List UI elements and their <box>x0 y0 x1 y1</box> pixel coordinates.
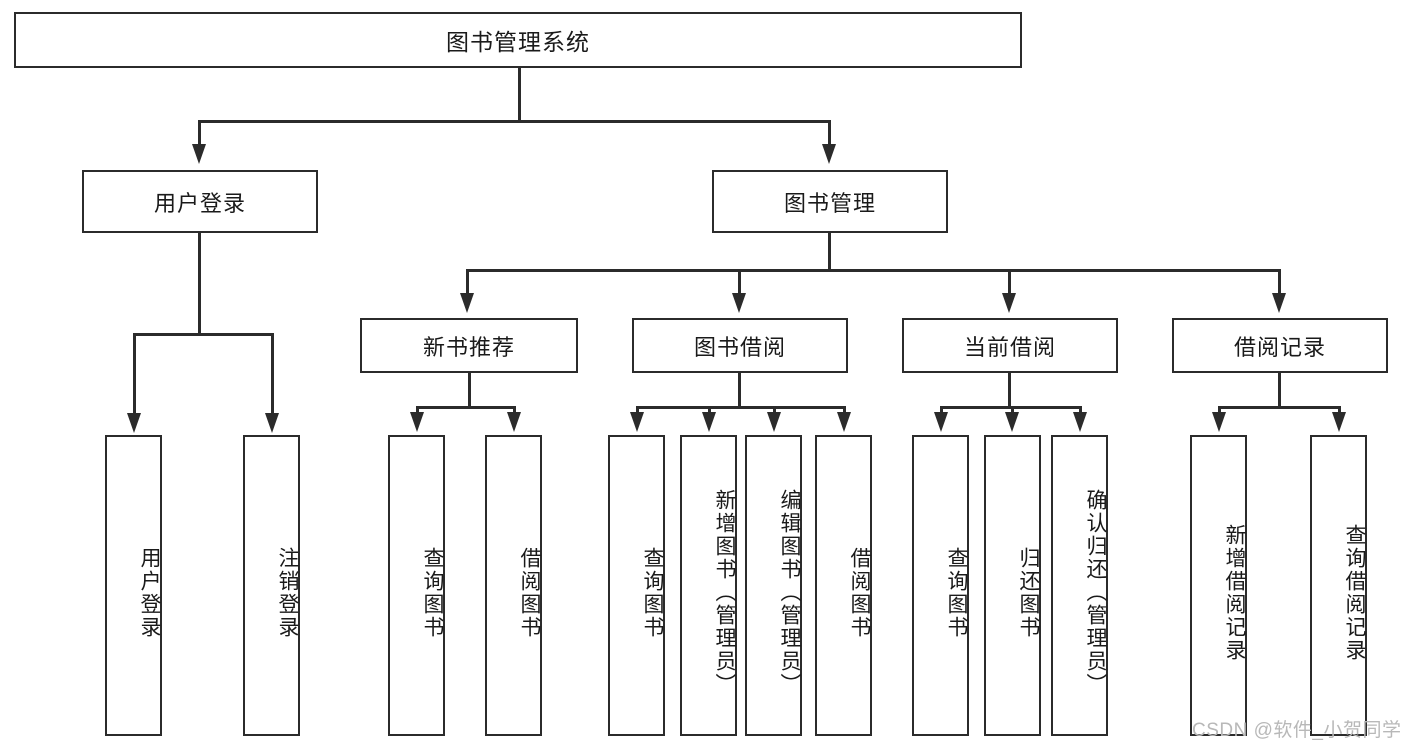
connector-bm-to-book-borrow <box>738 269 741 293</box>
leaf-query-book-borrow-label: 查询图书 <box>641 546 664 639</box>
connector-cb-drop-3 <box>1079 406 1082 414</box>
leaf-return-book-label: 归还图书 <box>1017 546 1040 639</box>
arrow-bb-to-query-book <box>630 412 644 432</box>
connector-bm-to-new-book <box>466 269 469 293</box>
node-borrow-record[interactable]: 借阅记录 <box>1172 318 1388 373</box>
arrow-bb-to-borrow-book <box>837 412 851 432</box>
leaf-add-book-admin[interactable]: 新增图书（管理员） <box>680 435 737 736</box>
arrow-br-to-add-record <box>1212 412 1226 432</box>
arrow-cb-to-confirm-return <box>1073 412 1087 432</box>
connector-br-left-drop <box>1218 406 1221 414</box>
connector-current-borrow-bus <box>940 406 1080 409</box>
leaf-query-book-borrow[interactable]: 查询图书 <box>608 435 665 736</box>
leaf-query-book-new[interactable]: 查询图书 <box>388 435 445 736</box>
connector-user-login-right-drop <box>271 333 274 413</box>
leaf-confirm-return-admin-label: 确认归还（管理员） <box>1084 489 1107 696</box>
leaf-logout[interactable]: 注销登录 <box>243 435 300 736</box>
leaf-return-book[interactable]: 归还图书 <box>984 435 1041 736</box>
connector-bm-to-current-borrow <box>1008 269 1011 293</box>
connector-nb-right-drop <box>513 406 516 414</box>
connector-user-login-stem <box>198 233 201 335</box>
connector-cb-drop-1 <box>940 406 943 414</box>
connector-bb-drop-2 <box>708 406 711 414</box>
arrow-bm-to-new-book-recommend <box>460 293 474 313</box>
leaf-add-borrow-record-label: 新增借阅记录 <box>1223 523 1246 662</box>
connector-book-borrow-stem <box>738 373 741 408</box>
arrow-root-to-user-login <box>192 144 206 164</box>
connector-root-stem <box>518 68 521 122</box>
leaf-user-login-label: 用户登录 <box>138 546 161 639</box>
connector-bb-drop-4 <box>843 406 846 414</box>
arrow-cb-to-return-book <box>1005 412 1019 432</box>
leaf-borrow-book-new-label: 借阅图书 <box>518 546 541 639</box>
leaf-user-login[interactable]: 用户登录 <box>105 435 162 736</box>
leaf-query-borrow-record[interactable]: 查询借阅记录 <box>1310 435 1367 736</box>
connector-cb-drop-2 <box>1011 406 1014 414</box>
leaf-logout-label: 注销登录 <box>276 546 299 639</box>
connector-new-book-stem <box>468 373 471 408</box>
connector-user-login-bus <box>133 333 273 336</box>
connector-root-bus <box>198 120 831 123</box>
leaf-edit-book-admin-label: 编辑图书（管理员） <box>778 489 801 696</box>
arrow-bm-to-current-borrow <box>1002 293 1016 313</box>
node-current-borrow[interactable]: 当前借阅 <box>902 318 1118 373</box>
leaf-borrow-book-label: 借阅图书 <box>848 546 871 639</box>
leaf-query-book-current-label: 查询图书 <box>945 546 968 639</box>
arrow-nb-to-query-book <box>410 412 424 432</box>
connector-new-book-bus <box>416 406 516 409</box>
arrow-bb-to-add-book <box>702 412 716 432</box>
arrow-root-to-book-management <box>822 144 836 164</box>
connector-bm-to-borrow-record <box>1278 269 1281 293</box>
connector-bb-drop-1 <box>636 406 639 414</box>
arrow-nb-to-borrow-book <box>507 412 521 432</box>
arrow-user-login-to-login-leaf <box>127 413 141 433</box>
leaf-add-book-admin-label: 新增图书（管理员） <box>713 489 736 696</box>
connector-nb-left-drop <box>416 406 419 414</box>
arrow-cb-to-query-book <box>934 412 948 432</box>
leaf-add-borrow-record[interactable]: 新增借阅记录 <box>1190 435 1247 736</box>
leaf-borrow-book[interactable]: 借阅图书 <box>815 435 872 736</box>
leaf-query-book-current[interactable]: 查询图书 <box>912 435 969 736</box>
node-new-book-recommend[interactable]: 新书推荐 <box>360 318 578 373</box>
csdn-watermark: CSDN @软件_小贺同学 <box>1192 720 1402 741</box>
leaf-query-borrow-record-label: 查询借阅记录 <box>1343 523 1366 662</box>
arrow-bm-to-book-borrow <box>732 293 746 313</box>
connector-book-management-stem <box>828 233 831 271</box>
connector-user-login-left-drop <box>133 333 136 413</box>
leaf-borrow-book-new[interactable]: 借阅图书 <box>485 435 542 736</box>
node-root-book-management-system[interactable]: 图书管理系统 <box>14 12 1022 68</box>
arrow-br-to-query-record <box>1332 412 1346 432</box>
leaf-confirm-return-admin[interactable]: 确认归还（管理员） <box>1051 435 1108 736</box>
connector-book-management-bus <box>466 269 1281 272</box>
arrow-bm-to-borrow-record <box>1272 293 1286 313</box>
connector-book-borrow-bus <box>636 406 844 409</box>
node-book-borrow[interactable]: 图书借阅 <box>632 318 848 373</box>
arrow-user-login-to-logout-leaf <box>265 413 279 433</box>
node-user-login[interactable]: 用户登录 <box>82 170 318 233</box>
node-book-management[interactable]: 图书管理 <box>712 170 948 233</box>
connector-borrow-record-bus <box>1218 406 1341 409</box>
leaf-edit-book-admin[interactable]: 编辑图书（管理员） <box>745 435 802 736</box>
connector-borrow-record-stem <box>1278 373 1281 408</box>
arrow-bb-to-edit-book <box>767 412 781 432</box>
connector-current-borrow-stem <box>1008 373 1011 408</box>
connector-root-to-user-login <box>198 120 201 144</box>
connector-bb-drop-3 <box>773 406 776 414</box>
connector-root-to-book-management <box>828 120 831 144</box>
connector-br-right-drop <box>1338 406 1341 414</box>
leaf-query-book-new-label: 查询图书 <box>421 546 444 639</box>
